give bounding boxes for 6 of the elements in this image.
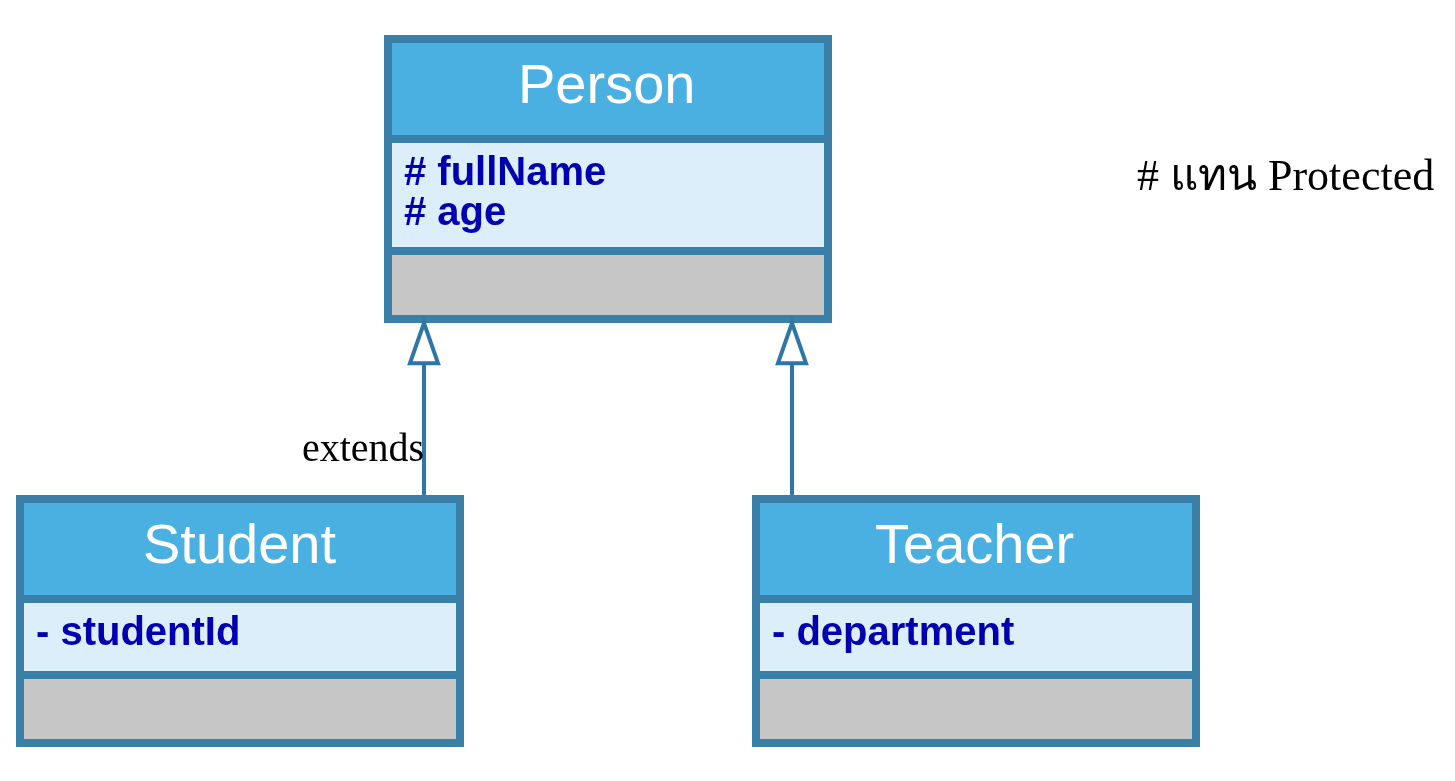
arrow bbox=[775, 316, 809, 495]
arrow bbox=[407, 316, 441, 495]
label: # แทน Protected bbox=[1137, 150, 1435, 200]
node-box: Person # fullName # age bbox=[384, 34, 832, 323]
node-box: Student - studentId bbox=[16, 494, 464, 747]
node-box: Teacher - department bbox=[752, 494, 1200, 747]
